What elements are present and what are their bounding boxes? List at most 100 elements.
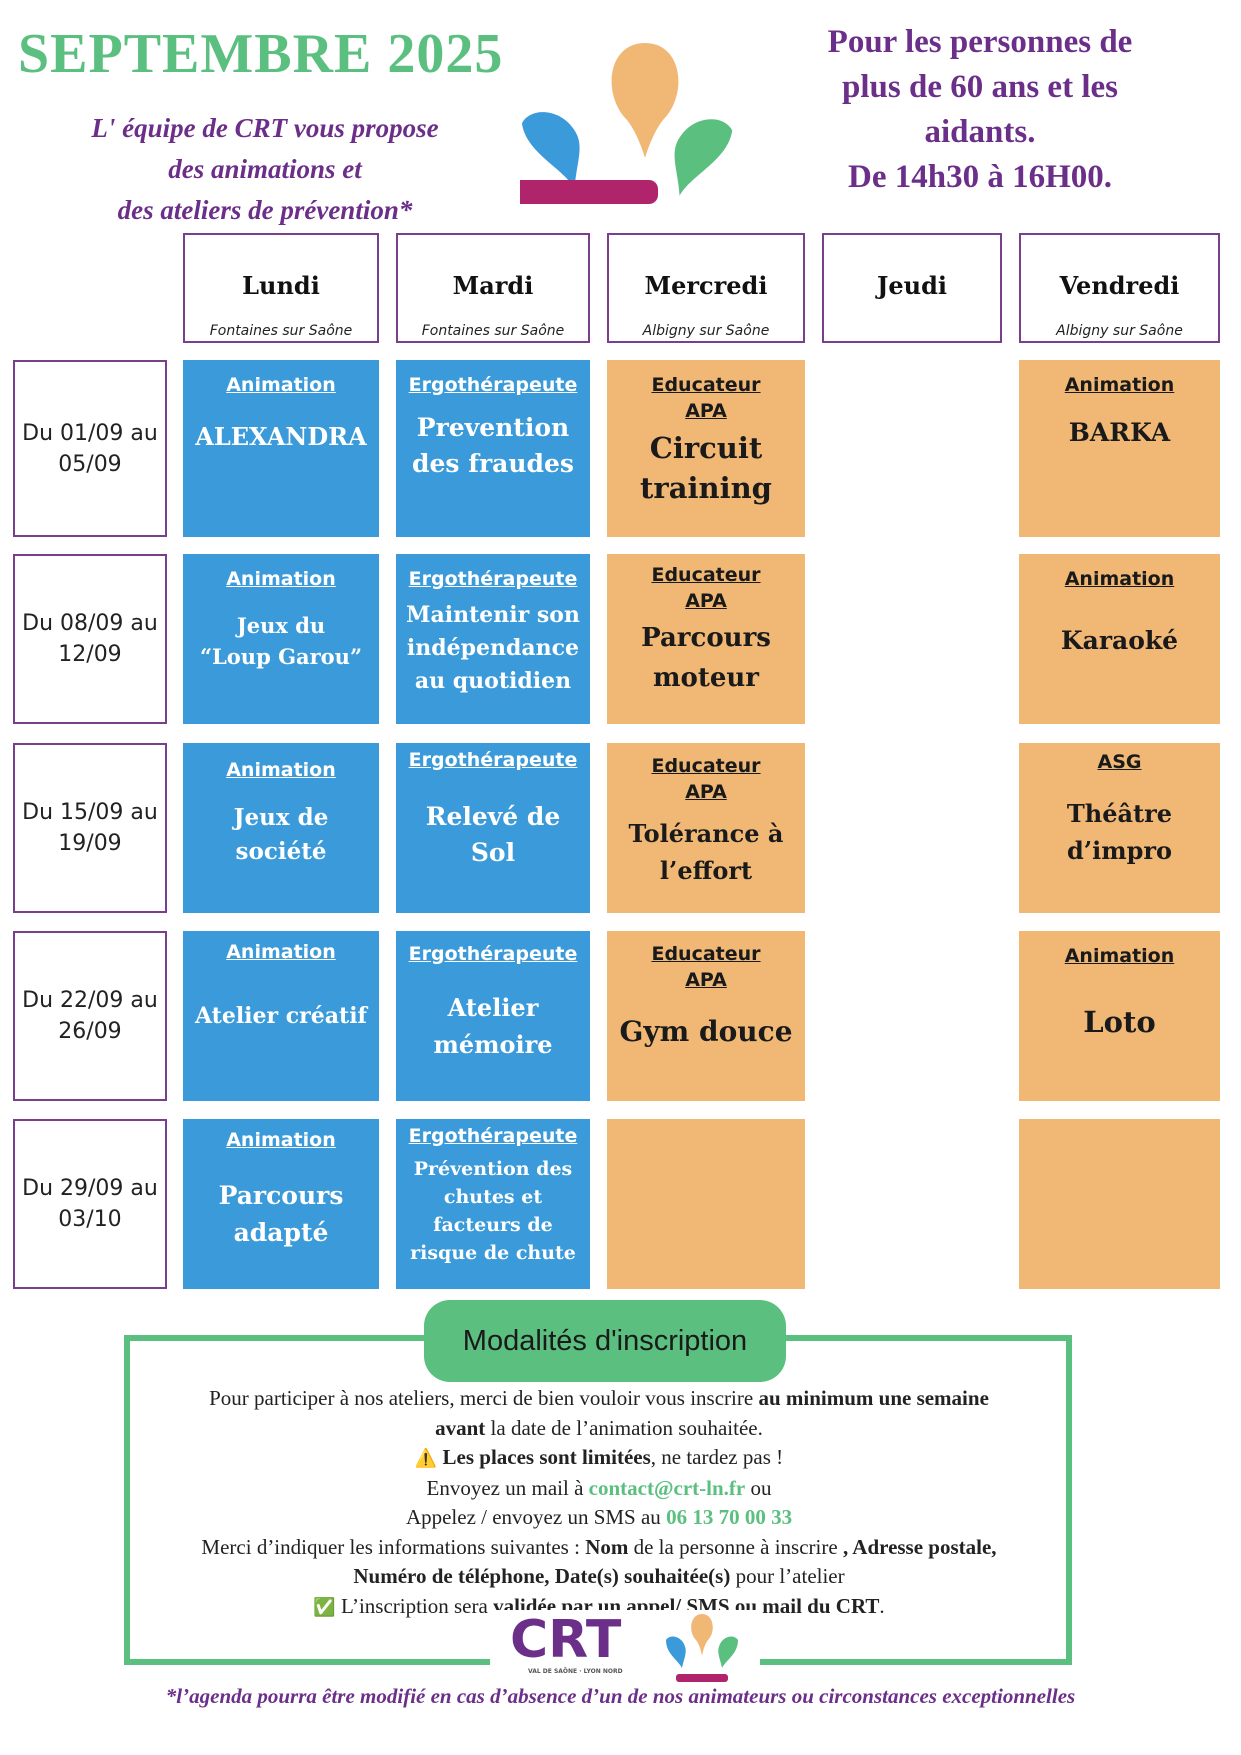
- activity-cell: Educateur APA Gym douce: [607, 931, 805, 1101]
- day-header-jeudi: Jeudi: [822, 233, 1002, 343]
- activity-category: APA: [685, 969, 727, 991]
- activity-category: Educateur: [651, 943, 761, 965]
- activity-category: Animation: [226, 941, 336, 963]
- activity-cell: Animation BARKA: [1019, 360, 1220, 537]
- week-label-line: 12/09: [58, 642, 122, 667]
- day-header-mercredi: Mercredi Albigny sur Saône: [607, 233, 805, 343]
- warning-icon: ⚠️: [414, 1448, 438, 1469]
- day-name: Jeudi: [877, 271, 947, 300]
- day-location: Albigny sur Saône: [1056, 323, 1183, 339]
- week-label-line: 05/09: [58, 451, 122, 477]
- activity-cell: Animation ALEXANDRA: [183, 360, 379, 537]
- crt-drops-logo: [520, 43, 733, 204]
- activity-category: Animation: [1064, 945, 1175, 967]
- activity-name: Sol: [470, 838, 516, 867]
- activity-name: facteurs de: [433, 1214, 553, 1236]
- crt-logo: CRT VAL DE SAÔNE · LYON NORD: [490, 1610, 760, 1690]
- activity-name: société: [235, 838, 327, 865]
- activity-category: Ergothérapeute: [408, 568, 578, 590]
- activity-category: Ergothérapeute: [408, 749, 578, 771]
- info-text: Appelez / envoyez un SMS au: [405, 1505, 667, 1529]
- audience-line: De 14h30 à 16H00.: [848, 159, 1112, 195]
- activity-name: Prévention des: [413, 1158, 573, 1180]
- activity-name: indépendance: [406, 635, 580, 661]
- activity-name: Circuit: [649, 431, 763, 465]
- activity-category: Animation: [226, 1129, 336, 1151]
- activity-cell: Animation Jeux de société: [183, 743, 379, 913]
- day-name: Vendredi: [1059, 271, 1180, 300]
- activity-category: Educateur: [651, 564, 761, 586]
- activity-name: ALEXANDRA: [195, 422, 367, 451]
- activity-name: Parcours: [218, 1181, 344, 1210]
- activity-name: Maintenir son: [406, 602, 580, 628]
- day-name: Lundi: [242, 271, 320, 300]
- intro-line: des ateliers de prévention*: [117, 195, 413, 225]
- info-line-3: ⚠️ Les places sont limitées, ne tardez p…: [132, 1443, 1066, 1474]
- crt-drops-small-icon: [666, 1614, 738, 1682]
- activity-name: au quotidien: [414, 668, 572, 694]
- info-text: Pour participer à nos ateliers, merci de…: [209, 1386, 759, 1410]
- activity-name: Gym douce: [619, 1015, 793, 1048]
- day-header-mardi: Mardi Fontaines sur Saône: [396, 233, 590, 343]
- activity-name: BARKA: [1068, 418, 1171, 447]
- activity-name: Jeux du: [236, 613, 326, 638]
- phone-number[interactable]: 06 13 70 00 33: [666, 1505, 793, 1529]
- week-label-line: Du 01/09 au: [22, 420, 158, 446]
- day-name: Mercredi: [644, 271, 768, 300]
- info-line-5: Appelez / envoyez un SMS au 06 13 70 00 …: [132, 1503, 1066, 1533]
- activity-category: Ergothérapeute: [408, 943, 578, 965]
- activity-cell: Animation Parcours adapté: [183, 1119, 379, 1289]
- day-name: Mardi: [452, 271, 534, 300]
- registration-title-text: Modalités d'inscription: [462, 1324, 748, 1357]
- activity-name: risque de chute: [410, 1242, 576, 1264]
- day-location: Albigny sur Saône: [642, 323, 770, 339]
- activity-category: ASG: [1097, 751, 1142, 773]
- empty-cell: [607, 1119, 805, 1289]
- activity-cell: Educateur APA Circuit training: [607, 360, 805, 537]
- info-text: la date de l’animation souhaitée.: [485, 1415, 763, 1440]
- week-label-line: 19/09: [58, 831, 122, 856]
- activity-name: chutes et: [443, 1186, 543, 1208]
- info-bold: Nom: [585, 1534, 629, 1559]
- week-label-line: Du 22/09 au: [22, 988, 158, 1013]
- week-label: Du 01/09 au 05/09: [13, 360, 167, 537]
- activity-name: Relevé de: [425, 802, 561, 831]
- activity-name: Atelier: [447, 993, 539, 1022]
- page-title: SEPTEMBRE 2025: [18, 23, 504, 85]
- activity-category: Animation: [226, 374, 336, 396]
- activity-category: Educateur: [651, 374, 761, 396]
- activity-cell: ASG Théâtre d’impro: [1019, 743, 1220, 913]
- audience-line: plus de 60 ans et les: [842, 69, 1118, 105]
- activity-name: Loto: [1083, 1005, 1156, 1039]
- activity-name: adapté: [233, 1218, 329, 1247]
- activity-category: APA: [685, 590, 727, 612]
- info-bold: au minimum une semaine: [758, 1386, 989, 1410]
- info-line-2: avant la date de l’animation souhaitée.: [132, 1414, 1066, 1444]
- activity-cell: Animation Loto: [1019, 931, 1220, 1101]
- info-line-7: Numéro de téléphone, Date(s) souhaitée(s…: [132, 1562, 1066, 1592]
- intro-text: L' équipe de CRT vous propose des animat…: [30, 108, 500, 231]
- activity-name: moteur: [652, 663, 759, 693]
- activity-cell: Educateur APA Tolérance à l’effort: [607, 743, 805, 913]
- week-label: Du 15/09 au 19/09: [13, 743, 167, 913]
- activity-category: Animation: [1064, 568, 1175, 590]
- activity-category: Educateur: [651, 755, 761, 777]
- audience-line: aidants.: [924, 114, 1036, 150]
- crt-logo-text: CRT: [510, 1610, 622, 1670]
- info-text: de la personne à inscrire: [628, 1534, 843, 1559]
- week-label-line: Du 29/09 au: [22, 1176, 158, 1201]
- email-link[interactable]: contact@crt-ln.fr: [588, 1475, 746, 1500]
- activity-name: Théâtre: [1066, 799, 1173, 828]
- intro-line: des animations et: [168, 154, 362, 184]
- activity-name: Parcours: [641, 623, 771, 653]
- registration-title: Modalités d'inscription: [424, 1300, 786, 1382]
- info-text: pour l’atelier: [730, 1564, 845, 1588]
- activity-name: Atelier créatif: [194, 1003, 368, 1029]
- activity-category: Animation: [226, 759, 336, 781]
- activity-category: APA: [685, 400, 727, 422]
- info-line-4: Envoyez un mail à contact@crt-ln.fr ou: [132, 1474, 1066, 1504]
- footnote: *l’agenda pourra être modifié en cas d’a…: [165, 1684, 1076, 1708]
- empty-cell: [1019, 1119, 1220, 1289]
- week-label-line: 26/09: [58, 1019, 122, 1044]
- week-label-line: Du 15/09 au: [22, 800, 158, 825]
